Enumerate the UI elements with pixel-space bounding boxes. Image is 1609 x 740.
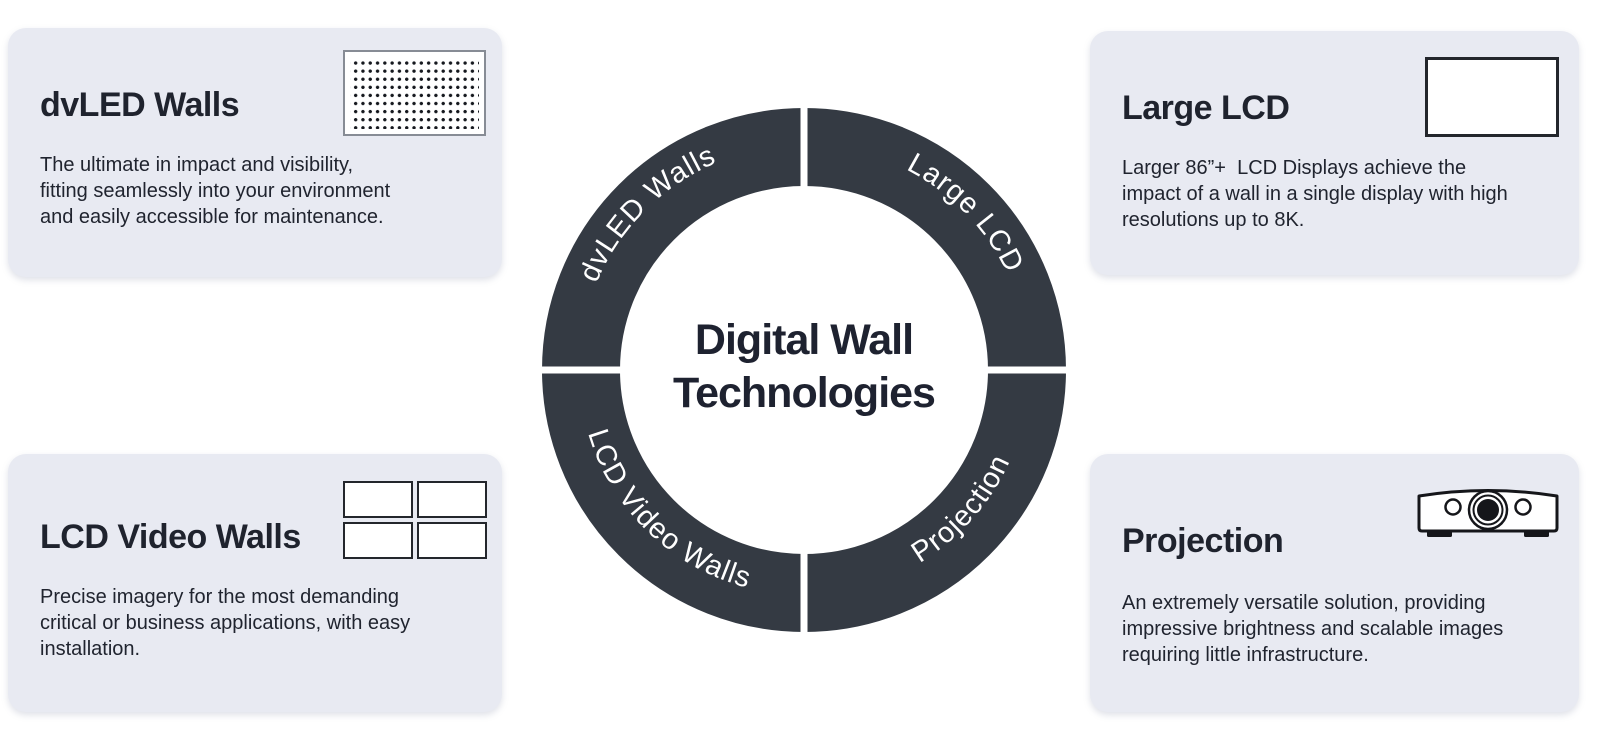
card-body-large-lcd: Larger 86”+ LCD Displays achieve the imp… [1122, 155, 1508, 233]
card-body-line: impressive brightness and scalable image… [1122, 618, 1504, 640]
card-title-projection: Projection [1122, 522, 1284, 560]
card-body-projection: An extremely versatile solution, providi… [1122, 590, 1503, 668]
card-body-lcd-video: Precise imagery for the most demanding c… [40, 584, 410, 662]
card-body-line: requiring little infrastructure. [1122, 644, 1369, 666]
video-wall-cell [343, 481, 413, 518]
video-wall-cell [343, 522, 413, 559]
ring-center-title: Digital Wall Technologies [654, 314, 954, 420]
card-body-dvled: The ultimate in impact and visibility, f… [40, 152, 390, 230]
card-title-large-lcd: Large LCD [1122, 89, 1290, 127]
card-body-line: impact of a wall in a single display wit… [1122, 183, 1508, 205]
led-dot-pattern [350, 57, 479, 129]
card-body-line: Larger 86”+ LCD Displays achieve the [1122, 157, 1467, 179]
led-dot-matrix-icon [343, 50, 486, 136]
card-projection: Projection An extremely versatile soluti… [1090, 454, 1579, 712]
card-body-line: installation. [40, 638, 141, 660]
card-dvled-walls: dvLED Walls The ultimate in impact and v… [8, 28, 502, 277]
card-body-line: critical or business applications, with … [40, 612, 411, 634]
card-body-line: Precise imagery for the most demanding [40, 586, 400, 608]
card-large-lcd: Large LCD Larger 86”+ LCD Displays achie… [1090, 31, 1579, 275]
card-body-line: An extremely versatile solution, providi… [1122, 592, 1486, 614]
card-body-line: fitting seamlessly into your environment [40, 180, 391, 202]
card-body-line: The ultimate in impact and visibility, [40, 154, 354, 176]
video-wall-grid-icon [343, 481, 487, 559]
card-title-dvled: dvLED Walls [40, 86, 240, 124]
video-wall-cell [417, 481, 487, 518]
card-title-lcd-video: LCD Video Walls [40, 518, 301, 556]
video-wall-cell [417, 522, 487, 559]
single-display-icon [1425, 57, 1559, 137]
projector-icon [1417, 489, 1559, 537]
ring-diagram: dvLED Walls Large LCD LCD Video Walls Pr… [536, 102, 1072, 638]
card-body-line: resolutions up to 8K. [1122, 209, 1305, 231]
card-lcd-video-walls: LCD Video Walls Precise imagery for the … [8, 454, 502, 712]
card-body-line: and easily accessible for maintenance. [40, 206, 384, 228]
center-title-line: Technologies [673, 369, 936, 417]
center-title-line: Digital Wall [694, 316, 914, 364]
